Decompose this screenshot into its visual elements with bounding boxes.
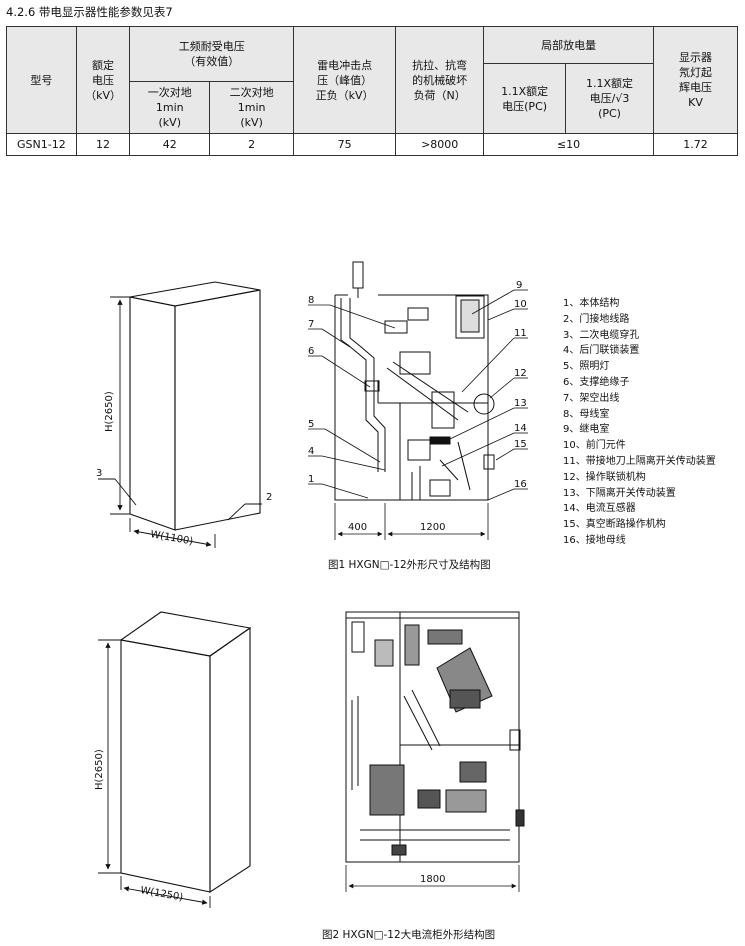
legend-item: 8、母线室	[563, 408, 610, 420]
fig1-dim-400: 400	[348, 522, 367, 533]
legend-item: 9、继电室	[563, 424, 610, 436]
legend-item: 7、架空出线	[563, 392, 620, 404]
header-pd-rated: 1.1X额定电压(PC)	[483, 63, 567, 134]
fig2-dim-1800: 1800	[420, 874, 445, 885]
header-mechanical: 抗拉、抗弯的机械破坏负荷（N）	[395, 26, 485, 134]
header-lightning: 雷电冲击点压（峰值）正负（kV）	[293, 26, 397, 134]
callout-15: 15	[514, 439, 527, 450]
fig1-caption: 图1 HXGN□-12外形尺寸及结构图	[328, 559, 491, 571]
legend-item: 3、二次电缆穿孔	[563, 329, 640, 341]
fig2-caption: 图2 HXGN□-12大电流柜外形结构图	[322, 929, 496, 941]
fig2-cabinet-outline	[119, 611, 252, 894]
legend-item: 1、本体结构	[563, 298, 620, 309]
legend-item: 16、接地母线	[563, 534, 626, 546]
fig2-section-drawing	[345, 611, 525, 863]
legend-item: 10、前门元件	[563, 440, 626, 452]
callout-1: 1	[308, 474, 314, 485]
cell-rated: 12	[75, 133, 131, 156]
header-model: 型号	[6, 26, 77, 134]
callout-4: 4	[308, 446, 314, 457]
cell-mechanical: >8000	[395, 133, 485, 156]
callout-16: 16	[514, 479, 527, 490]
header-rated-voltage: 额定电压（kV）	[75, 26, 131, 134]
callout-11: 11	[514, 328, 527, 339]
cell-model: GSN1-12	[6, 133, 77, 156]
legend-item: 11、带接地刀上隔离开关传动装置	[563, 455, 716, 467]
legend-item: 12、操作联锁机构	[563, 471, 646, 483]
header-pd-rated-root3: 1.1X额定电压/√3(PC)	[565, 63, 654, 134]
cell-neon: 1.72	[653, 133, 738, 156]
callout-7: 7	[308, 319, 314, 330]
callout-12: 12	[514, 368, 527, 379]
fig1-leader-lines	[308, 289, 528, 501]
cell-partial-discharge: ≤10	[483, 133, 654, 156]
callout-2: 2	[266, 492, 272, 503]
spec-table: 型号 额定电压（kV） 工频耐受电压（有效值） 雷电冲击点压（峰值）正负（kV）…	[6, 26, 738, 156]
callout-10: 10	[514, 299, 527, 310]
fig2-height-label: H(2650)	[94, 749, 105, 790]
cell-lightning: 75	[293, 133, 397, 156]
fig2-bottom-dims	[345, 865, 520, 892]
table-row: GSN1-12 12 42 2 75 >8000 ≤10 1.72	[6, 133, 738, 156]
legend-item: 2、门接地线路	[563, 313, 630, 325]
legend-item: 15、真空断路操作机构	[563, 519, 666, 531]
fig2-width-label: W(1250)	[139, 885, 183, 903]
fig1-height-label: H(2650)	[104, 391, 115, 432]
section-title: 4.2.6 带电显示器性能参数见表7	[6, 5, 173, 19]
fig1-legend: 1、本体结构 2、门接地线路 3、二次电缆穿孔 4、后门联锁装置 5、照明灯 6…	[563, 296, 716, 549]
fig1-section-drawing	[334, 261, 495, 501]
callout-13: 13	[514, 398, 527, 409]
legend-item: 6、支撑绝缘子	[563, 376, 630, 388]
fig1-bottom-dims	[334, 503, 489, 540]
legend-item: 13、下隔离开关传动装置	[563, 487, 676, 499]
callout-8: 8	[308, 295, 314, 306]
fig1-width-label: W(1100)	[149, 529, 193, 547]
callout-3: 3	[96, 468, 102, 479]
callout-14: 14	[514, 423, 527, 434]
legend-item: 5、照明灯	[563, 361, 610, 373]
fig1-dim-1200: 1200	[420, 522, 445, 533]
callout-9: 9	[516, 280, 522, 291]
legend-item: 4、后门联锁装置	[563, 345, 640, 357]
callout-5: 5	[308, 419, 314, 430]
fig1-cabinet-outline	[129, 281, 261, 531]
header-partial-discharge: 局部放电量	[483, 26, 654, 64]
cell-primary: 42	[129, 133, 211, 156]
callout-6: 6	[308, 346, 314, 357]
header-power-frequency: 工频耐受电压（有效值）	[129, 26, 295, 82]
legend-item: 14、电流互感器	[563, 503, 636, 515]
